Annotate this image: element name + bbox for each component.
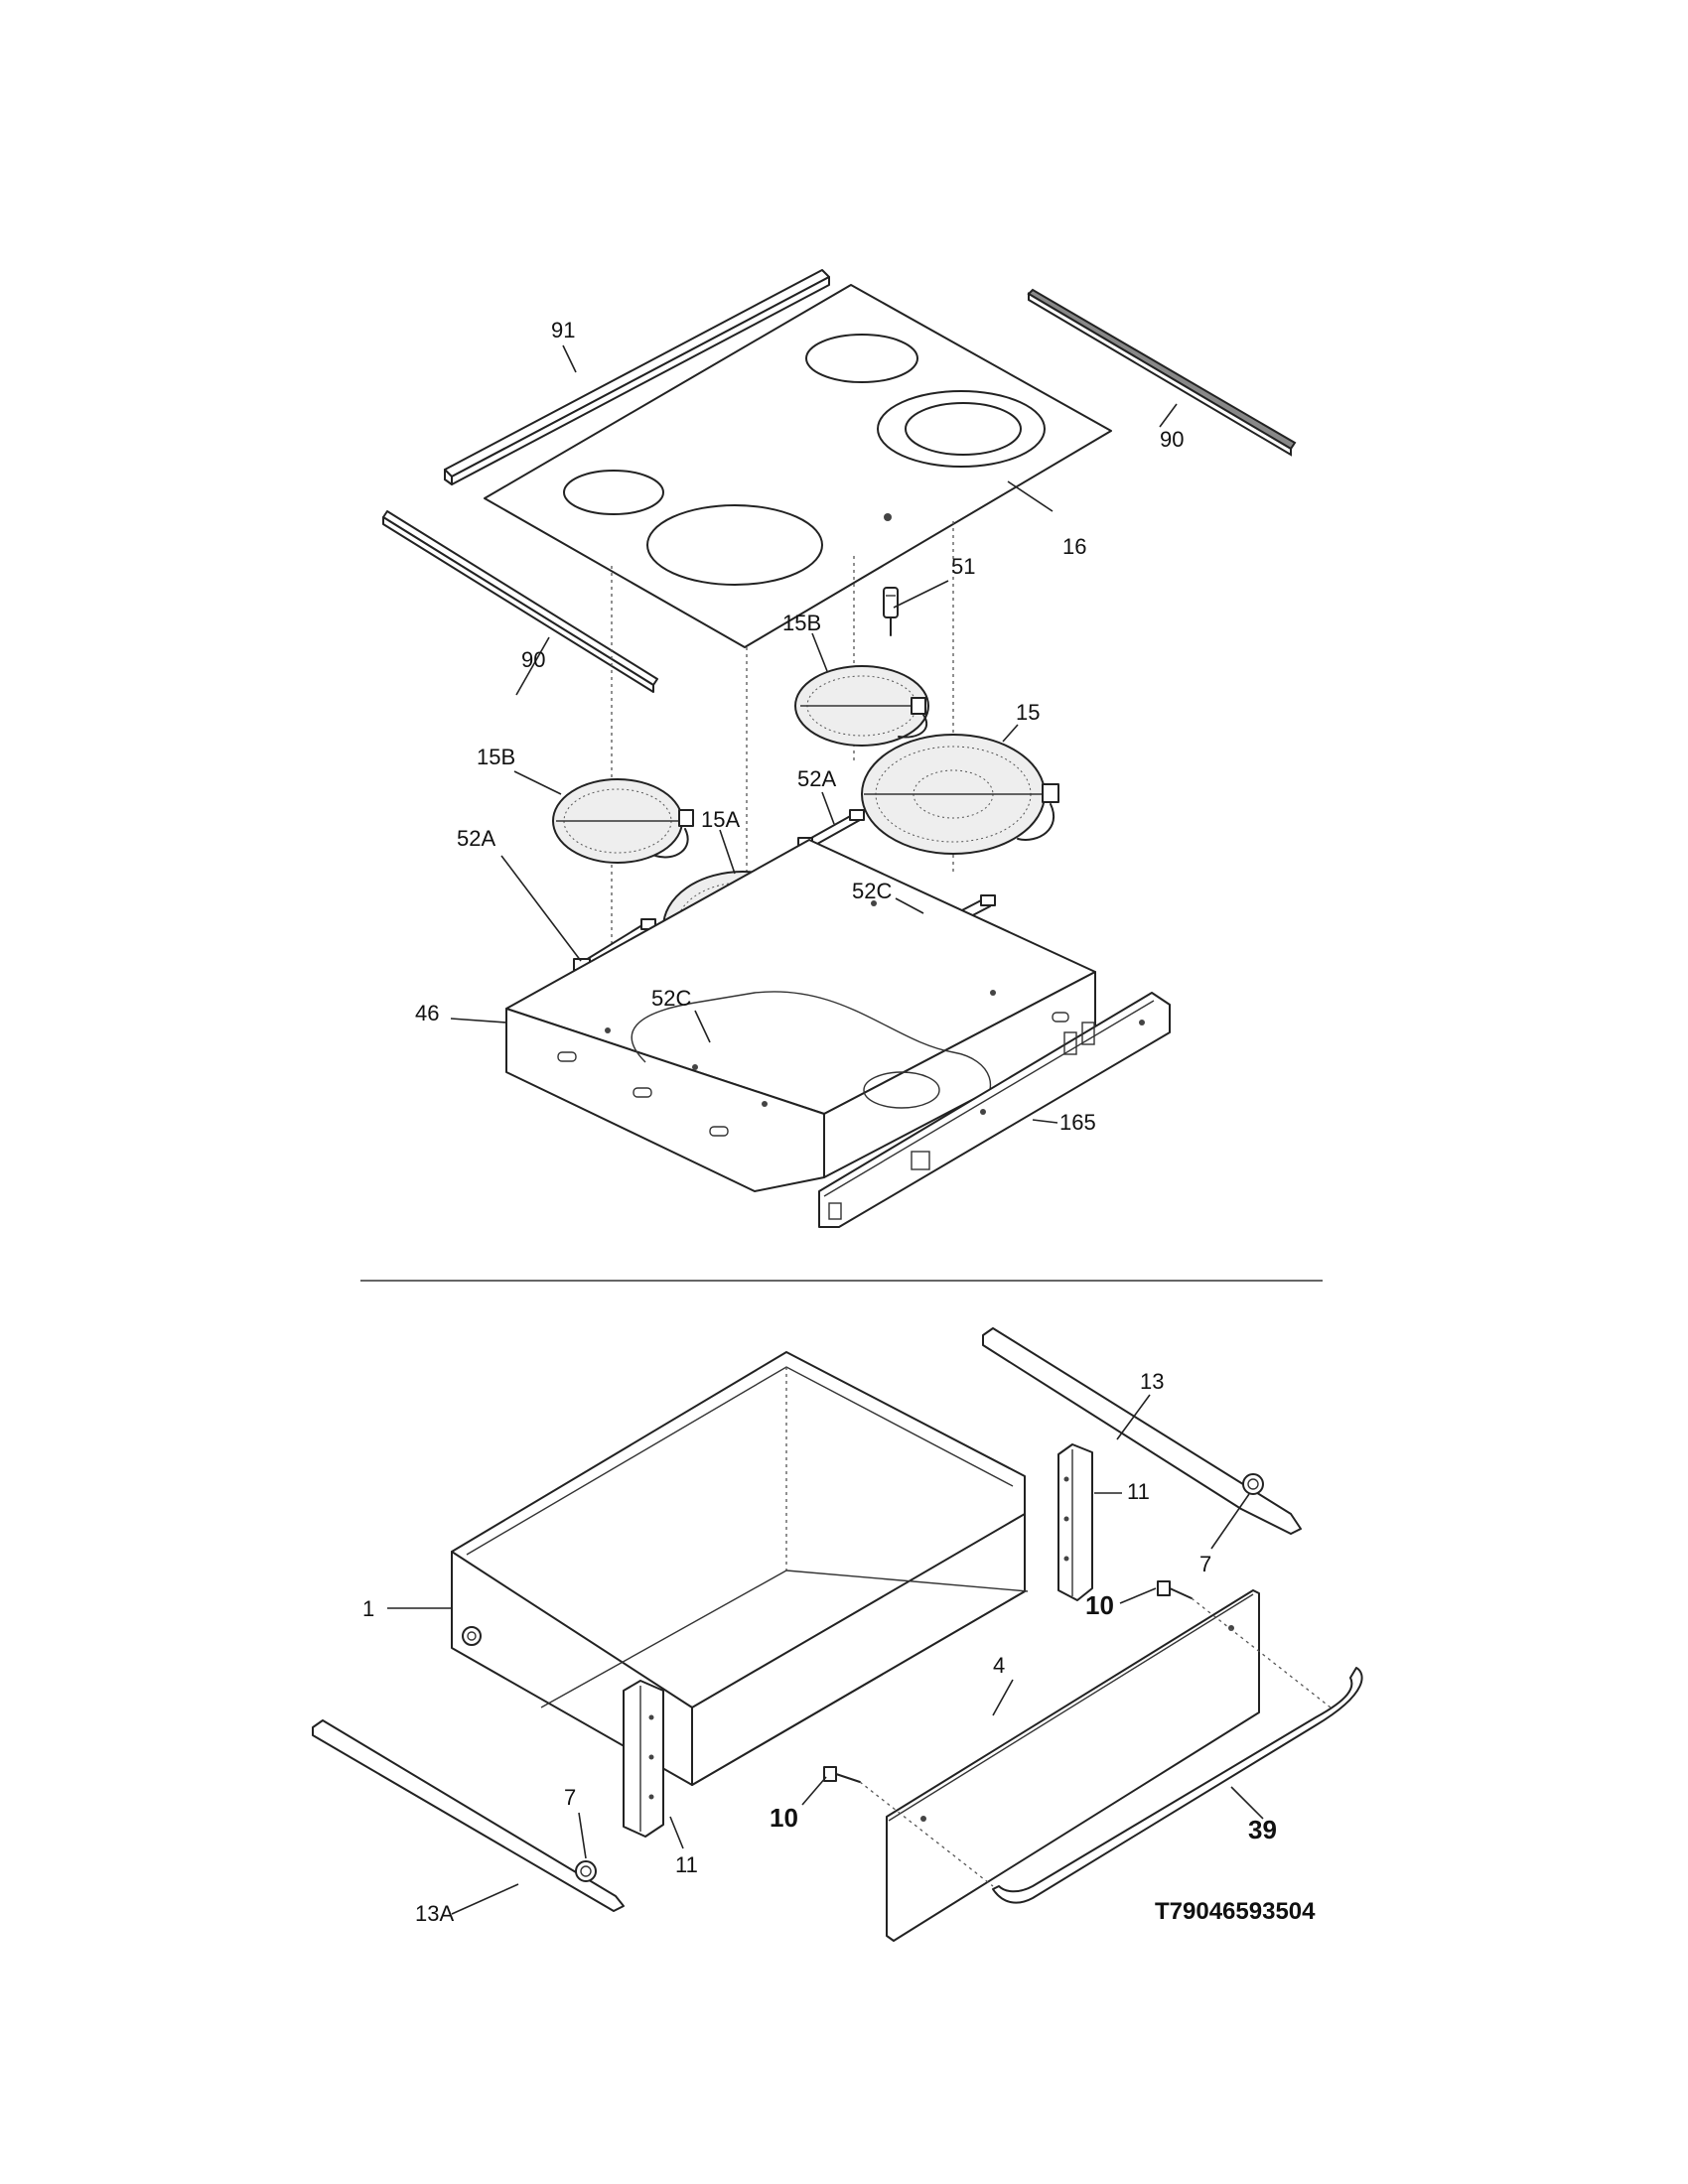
- element-front-left-part: [552, 778, 694, 864]
- screw-right-part: [1157, 1580, 1193, 1599]
- screw-left-part: [823, 1766, 861, 1783]
- callout-cooktop-glass: 16: [1062, 534, 1086, 559]
- callout-burner-box: 46: [415, 1001, 439, 1025]
- handle-part: [992, 1667, 1363, 1904]
- cooktop-glass-part: [484, 284, 1112, 648]
- callout-element-rear-left: 15B: [782, 611, 821, 635]
- slide-right-part: [1057, 1443, 1093, 1601]
- callout-limiter: 51: [951, 554, 975, 579]
- callout-bracket-a-right: 52A: [797, 766, 836, 791]
- callout-slide-right: 11: [1127, 1479, 1150, 1504]
- trim-left-part: [382, 510, 658, 693]
- front-bracket-part: [818, 992, 1171, 1228]
- callout-handle: 39: [1248, 1815, 1277, 1844]
- callout-roller-right: 7: [1199, 1552, 1211, 1576]
- burner-box-part: [505, 839, 1096, 1192]
- element-rear-left-part: [794, 665, 929, 747]
- callout-element-rear-right: 15: [1016, 700, 1040, 725]
- callout-screw-right: 10: [1085, 1590, 1114, 1620]
- callout-trim-back: 91: [551, 318, 575, 342]
- drawer-callouts: 13 11 7 10 1 4 10 39 7 11 13A: [362, 1369, 1277, 1926]
- rail-right-part: [982, 1327, 1302, 1535]
- callout-trim-right: 90: [1160, 427, 1184, 452]
- callout-slide-left: 11: [675, 1852, 698, 1877]
- callout-trim-left: 90: [521, 647, 545, 672]
- callout-screw-left: 10: [770, 1803, 798, 1833]
- top-callouts: 91 90 16 90 51 15B 15B 15 52A 15A 52A 52…: [415, 318, 1184, 1135]
- callout-drawer-body: 1: [362, 1596, 374, 1621]
- element-rear-right-part: [861, 734, 1059, 855]
- drawer-front-part: [886, 1589, 1260, 1942]
- callout-front-bracket: 165: [1059, 1110, 1096, 1135]
- drawer-alignment-lines: [859, 1597, 1332, 1887]
- trim-back-part: [444, 269, 830, 485]
- callout-element-front-center: 15A: [701, 807, 740, 832]
- callout-element-front-left: 15B: [477, 745, 515, 769]
- callout-rail-right: 13: [1140, 1369, 1164, 1394]
- callout-drawer-front: 4: [993, 1653, 1005, 1678]
- callout-bracket-a-left: 52A: [457, 826, 495, 851]
- drawer-leader-lines: [387, 1394, 1264, 1915]
- top-leader-lines: [450, 344, 1178, 1124]
- callout-bracket-c-right: 52C: [852, 879, 892, 903]
- callout-rail-left: 13A: [415, 1901, 454, 1926]
- drawing-code: T79046593504: [1155, 1898, 1316, 1925]
- callout-roller-left: 7: [564, 1785, 576, 1810]
- rail-left-part: [312, 1719, 625, 1912]
- drawer-body-part: [451, 1351, 1029, 1786]
- callout-bracket-c-center: 52C: [651, 986, 691, 1011]
- slide-left-part: [623, 1680, 664, 1838]
- limiter-part: [883, 587, 899, 636]
- trim-right-part: [1027, 288, 1297, 457]
